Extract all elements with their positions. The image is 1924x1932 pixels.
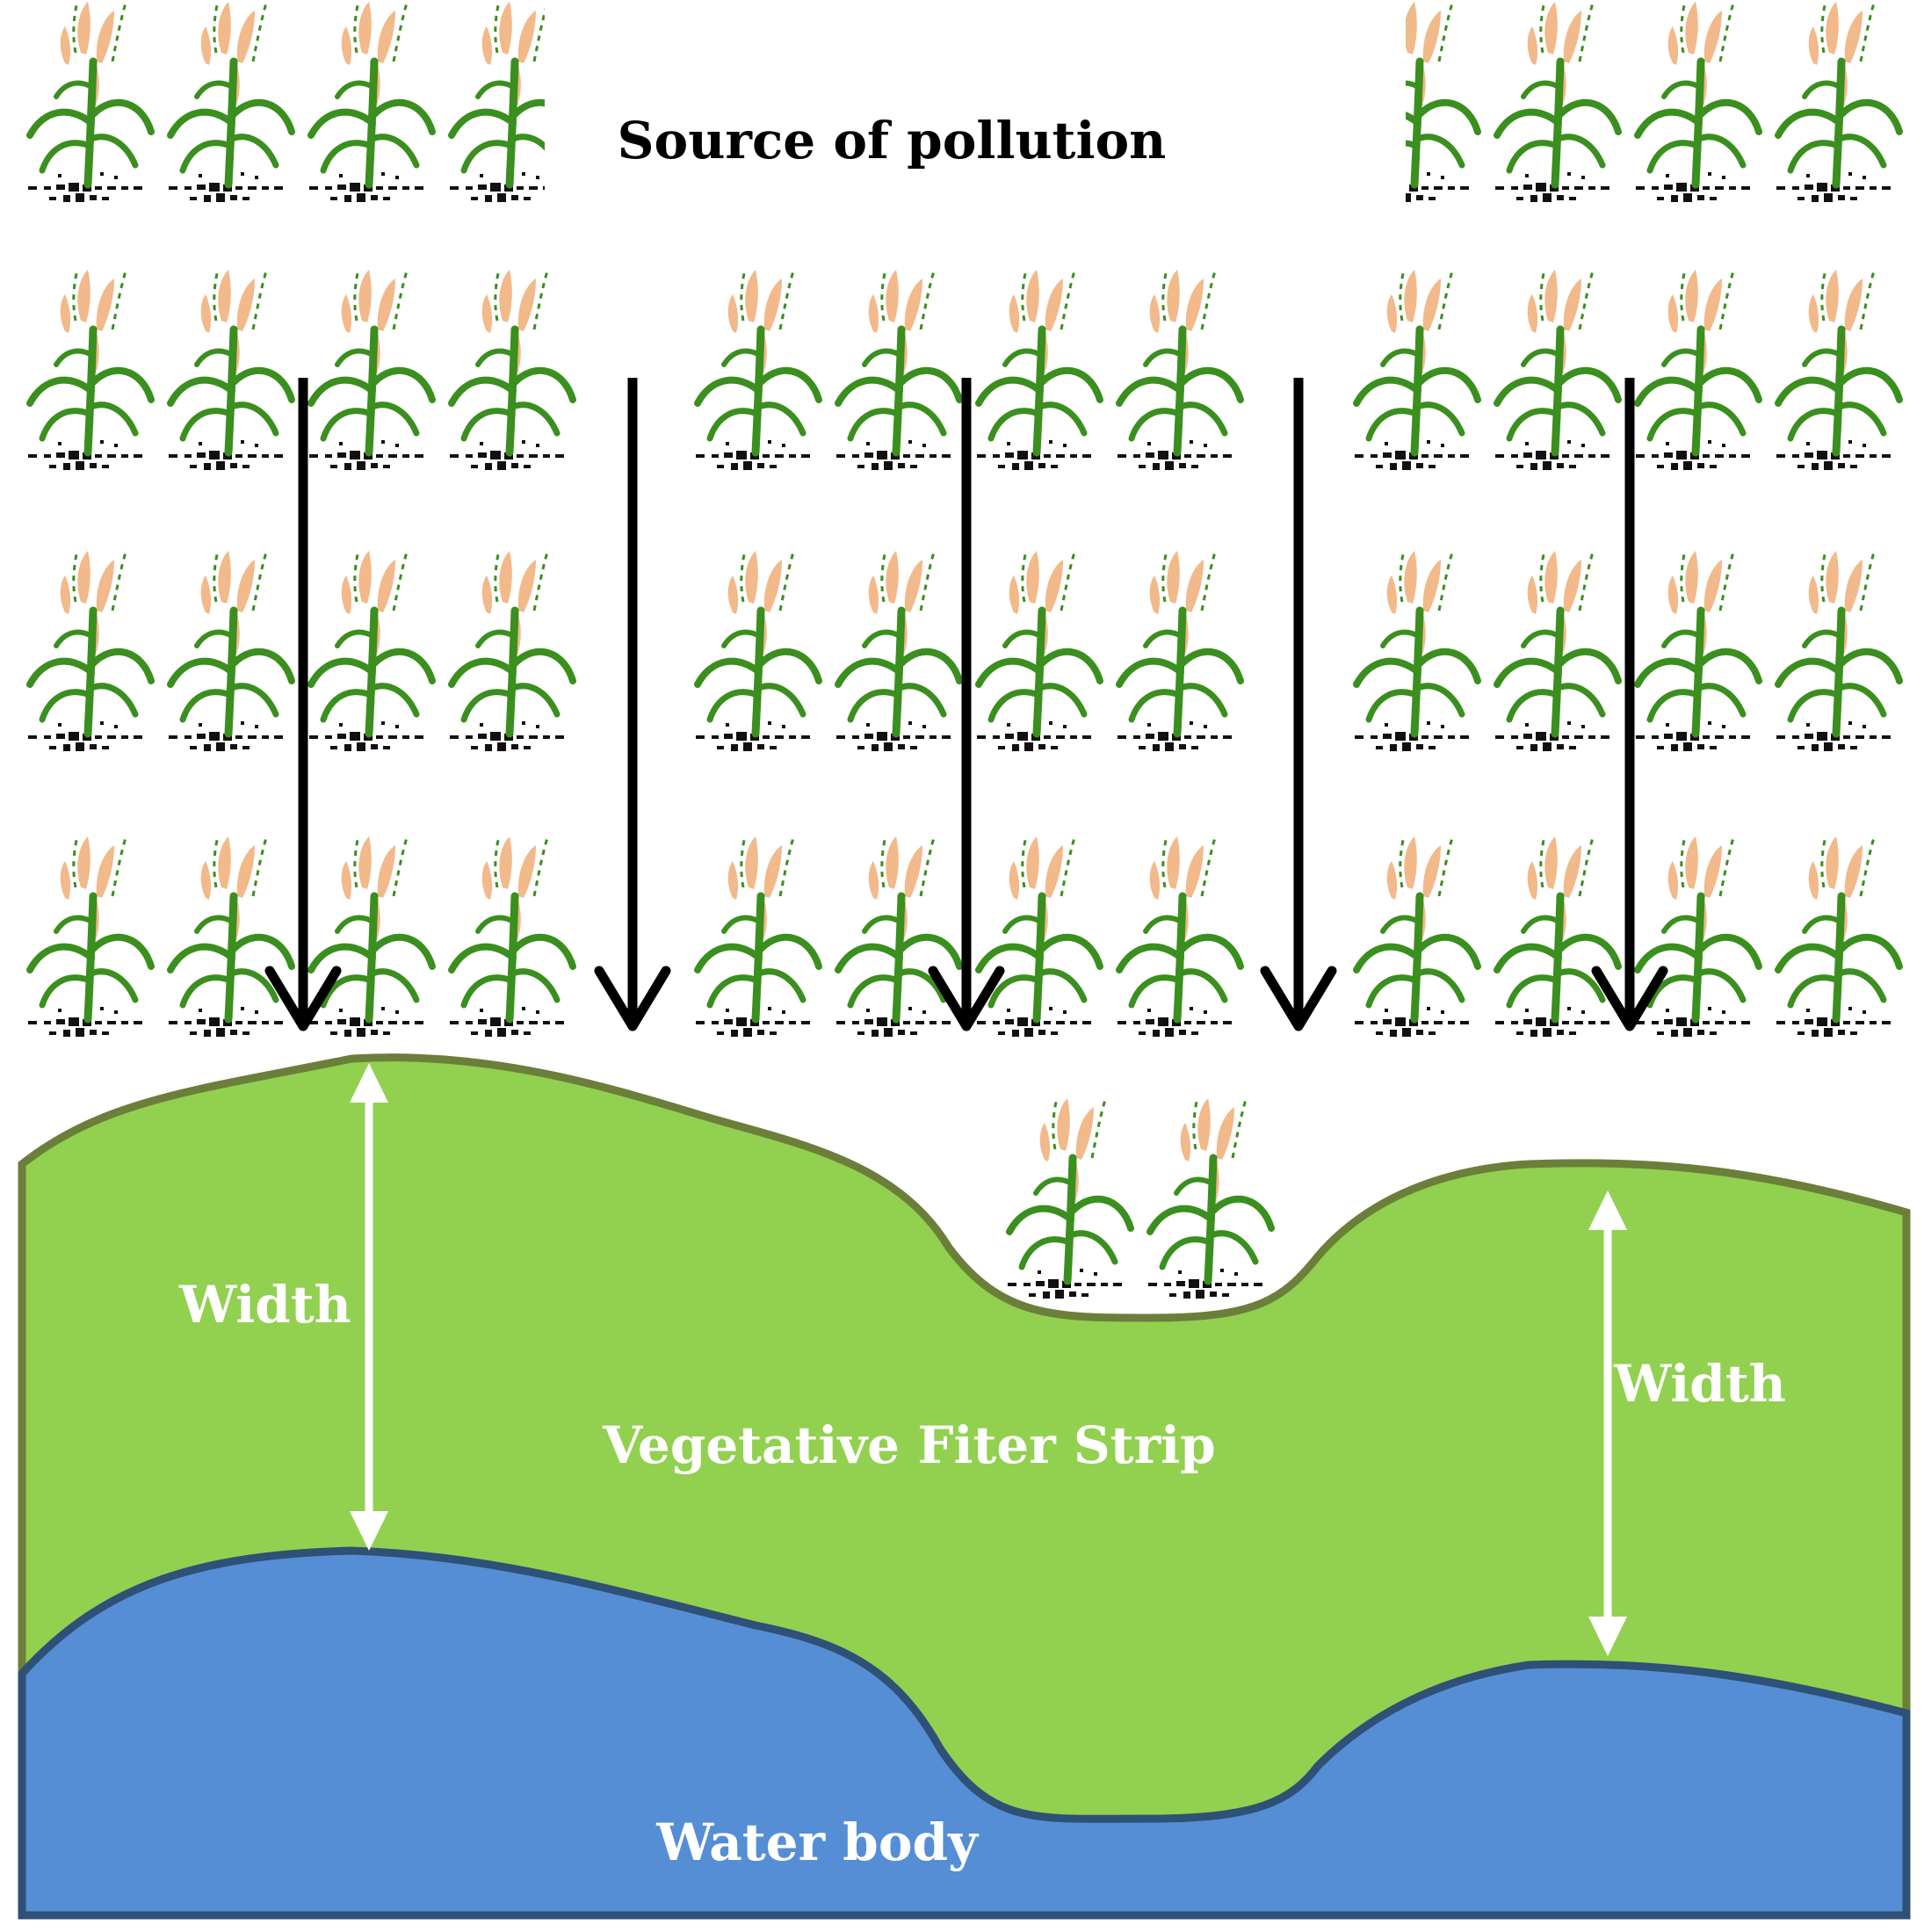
crop-plant-icon [309, 0, 432, 202]
crop-plant-icon [1495, 268, 1618, 470]
double-headed-arrow-icon [1588, 1190, 1627, 1656]
crop-plant-icon [1355, 835, 1478, 1037]
crop-plant-icon [1636, 0, 1759, 202]
crop-plant-icon [450, 549, 573, 751]
crop-plant-icon [1148, 1096, 1271, 1299]
double-headed-arrow-icon [350, 1063, 388, 1551]
crop-plant-icon [1495, 549, 1618, 751]
arrow-down-icon [594, 378, 671, 1031]
crop-plant-icon [977, 835, 1100, 1037]
crop-plant-icon [28, 268, 151, 470]
crop-plant-icon [977, 549, 1100, 751]
arrow-down-icon [1260, 378, 1337, 1031]
crop-plant-icon [1495, 835, 1618, 1037]
crop-plant-icon [1495, 0, 1618, 202]
crop-plant-icon [1355, 268, 1478, 470]
width-label-right: Width [1613, 1354, 1786, 1414]
crop-plant-icon [169, 549, 292, 751]
crop-plant-icon [1118, 268, 1240, 470]
arrow-down-icon [928, 378, 1005, 1031]
crop-plant-icon [28, 0, 151, 202]
crop-plant-icon [450, 268, 573, 470]
crop-plant-icon [28, 835, 151, 1037]
width-label-left: Width [178, 1275, 351, 1335]
crop-plant-icon [28, 549, 151, 751]
crop-plant-icon [309, 268, 432, 470]
water-body [18, 1546, 1911, 1920]
notch-crops [1008, 1096, 1271, 1299]
crop-plant-icon [169, 0, 292, 202]
crop-plant-icon [1776, 0, 1899, 202]
crop-plant-icon [309, 835, 432, 1037]
arrow-down-icon [264, 378, 342, 1031]
crop-plant-icon [309, 549, 432, 751]
crop-plant-icon [169, 835, 292, 1037]
runoff-arrows [264, 378, 1668, 1031]
crop-plant-icon [1776, 835, 1899, 1037]
arrow-down-icon [1591, 378, 1668, 1031]
crop-plant-icon [836, 268, 959, 470]
crop-plant-icon [696, 549, 819, 751]
crop-plant-icon [1118, 835, 1240, 1037]
title-backdrop [545, 0, 1406, 228]
crop-plant-icon [696, 835, 819, 1037]
crop-plant-icon [1636, 268, 1759, 470]
crop-plant-icon [1776, 549, 1899, 751]
crop-plant-icon [836, 549, 959, 751]
crop-plant-icon [1636, 835, 1759, 1037]
source-of-pollution-label: Source of pollution [618, 111, 1167, 170]
water-body-label: Water body [655, 1813, 980, 1872]
crop-plant-icon [1008, 1096, 1131, 1299]
crop-plant-icon [1636, 549, 1759, 751]
vegetative-filter-strip-label: Vegetative Fiter Strip [602, 1415, 1216, 1475]
crop-plant-icon [450, 835, 573, 1037]
crop-plant-icon [836, 835, 959, 1037]
crop-plant-icon [696, 268, 819, 470]
crop-plant-icon [977, 268, 1100, 470]
crop-plant-icon [169, 268, 292, 470]
crop-plant-icon [1355, 549, 1478, 751]
width-markers [350, 1063, 1627, 1656]
crop-plant-icon [1118, 549, 1240, 751]
crop-plant-icon [1776, 268, 1899, 470]
